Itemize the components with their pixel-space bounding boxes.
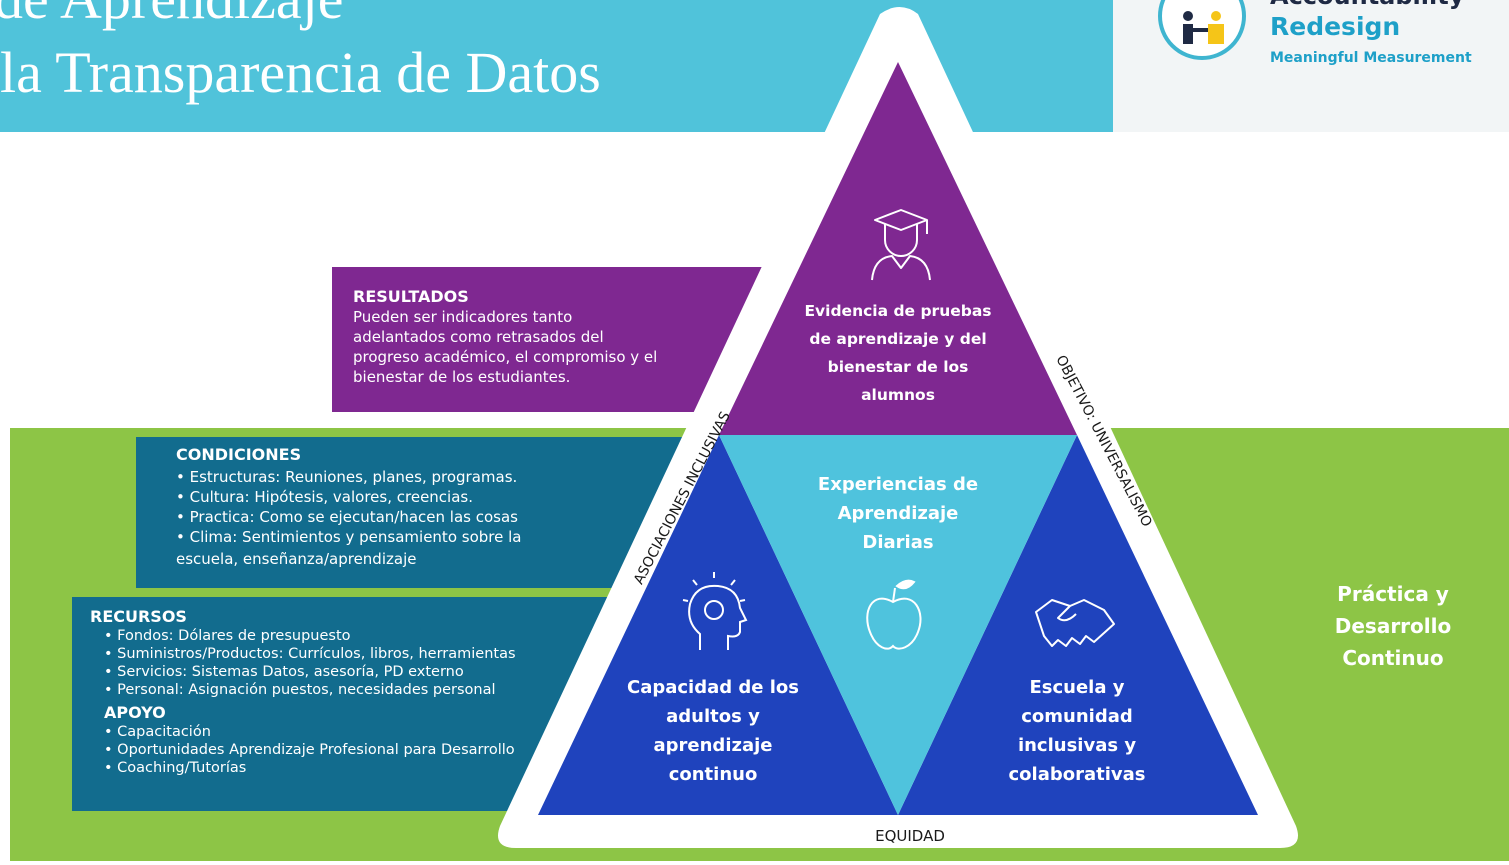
right-text-line: inclusivas y (1018, 735, 1136, 756)
apoyo-line: • Coaching/Tutorías (104, 760, 247, 776)
practica-line: Continuo (1342, 646, 1444, 670)
condiciones-line: • Practica: Como se ejecutan/hacen las c… (176, 508, 518, 526)
left-text-line: continuo (669, 764, 758, 785)
right-triangle (898, 435, 1258, 815)
resultados-line: adelantados como retrasados del (353, 328, 604, 346)
right-text-line: Escuela y (1029, 677, 1124, 698)
center-triangle (719, 435, 1077, 815)
logo-text-accountability: Accountability (1270, 0, 1464, 10)
practica-line: Práctica y (1337, 582, 1449, 606)
apoyo-line: • Oportunidades Aprendizaje Profesional … (104, 742, 515, 758)
left-text-line: Capacidad de los (627, 677, 799, 698)
condiciones-line: escuela, enseñanza/aprendizaje (176, 550, 417, 568)
condiciones-line: • Cultura: Hipótesis, valores, creencias… (176, 488, 473, 506)
top-triangle (719, 62, 1077, 435)
recursos-line: • Servicios: Sistemas Datos, asesoría, P… (104, 664, 464, 680)
top-text-line: Evidencia de pruebas (804, 302, 991, 320)
practica-label: Práctica y Desarrollo Continuo (1308, 578, 1478, 674)
title-line-1: de Aprendizaje (0, 0, 994, 36)
top-text-line: de aprendizaje y del (809, 330, 986, 348)
recursos-line: • Personal: Asignación puestos, necesida… (104, 682, 496, 698)
left-text-line: adultos y (666, 706, 760, 727)
page-title: de Aprendizaje la Transparencia de Datos (0, 0, 994, 110)
practica-line: Desarrollo (1334, 614, 1452, 638)
condiciones-line: • Estructuras: Reuniones, planes, progra… (176, 468, 518, 486)
logo-text-redesign: Redesign (1270, 12, 1401, 41)
center-text-line: Experiencias de (818, 474, 978, 495)
left-section-text: Capacidad de los adultos y aprendizaje cont… (627, 677, 799, 785)
apple-icon (866, 579, 922, 650)
right-text-line: comunidad (1021, 706, 1133, 727)
head-lightbulb-icon (682, 572, 748, 650)
left-text-line: aprendizaje (654, 735, 773, 756)
resultados-line: Pueden ser indicadores tanto (353, 308, 573, 326)
recursos-title: RECURSOS (90, 607, 187, 626)
resultados-line: progreso académico, el compromiso y el (353, 348, 658, 366)
graduate-icon (871, 209, 931, 281)
condiciones-line: • Clima: Sentimientos y pensamiento sobr… (176, 528, 522, 546)
right-text-line: colaborativas (1009, 764, 1146, 785)
logo-icon (1158, 0, 1246, 60)
recursos-line: • Fondos: Dólares de presupuesto (104, 628, 351, 644)
center-text-line: Aprendizaje (838, 503, 959, 524)
right-section-text: Escuela y comunidad inclusivas y colaborati… (1009, 677, 1146, 785)
apoyo-title: APOYO (104, 703, 166, 722)
resultados-title: RESULTADOS (353, 287, 469, 306)
logo-tagline: Meaningful Measurement (1270, 50, 1472, 66)
base-label: EQUIDAD (875, 827, 945, 845)
resultados-line: bienestar de los estudiantes. (353, 368, 571, 386)
left-triangle (538, 435, 898, 815)
title-line-2: la Transparencia de Datos (0, 40, 601, 105)
top-section-text: Evidencia de pruebas de aprendizaje y del… (804, 302, 991, 404)
condiciones-title: CONDICIONES (176, 445, 302, 464)
handshake-icon (1035, 599, 1115, 647)
recursos-box: RECURSOS • Fondos: Dólares de presupuest… (72, 597, 612, 811)
top-text-line: bienestar de los (828, 358, 969, 376)
apoyo-line: • Capacitación (104, 724, 211, 740)
center-text-line: Diarias (862, 532, 933, 553)
top-text-line: alumnos (861, 386, 935, 404)
recursos-line: • Suministros/Productos: Currículos, lib… (104, 646, 516, 662)
